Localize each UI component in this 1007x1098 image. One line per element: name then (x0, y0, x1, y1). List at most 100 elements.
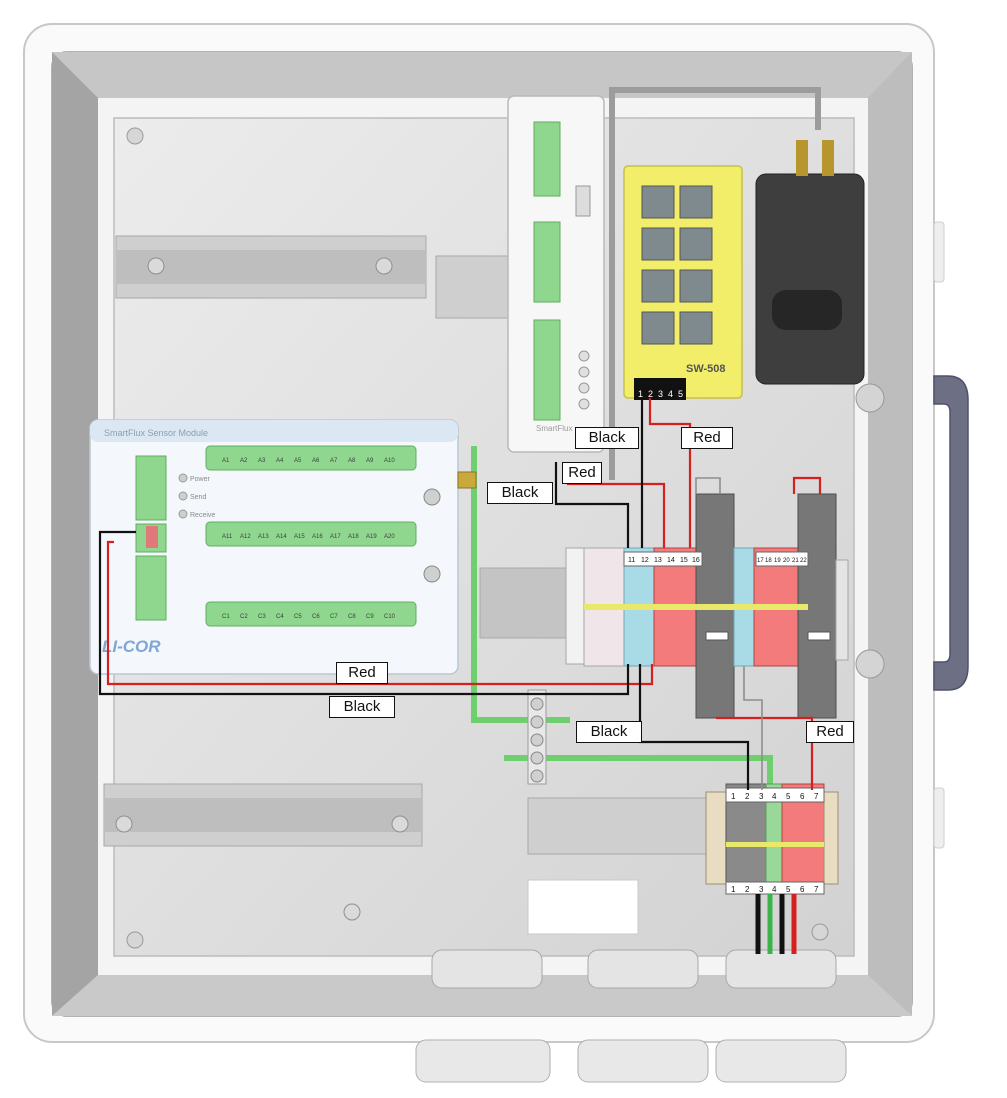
wire-label-red-module: Red (336, 662, 388, 684)
cellular-modem (755, 140, 885, 679)
lower-block-bottom-numbers: 1 2 3 4 5 6 7 (731, 885, 819, 894)
svg-text:A14: A14 (276, 534, 287, 540)
svg-text:A16: A16 (312, 534, 323, 540)
svg-text:7: 7 (814, 885, 819, 894)
module-row1-labels: A1 A2 A3 A4 A5 A6 A7 A8 A9 A10 (222, 458, 395, 464)
svg-text:4: 4 (772, 885, 777, 894)
ethernet-switch: SW-508 1 2 3 4 5 (623, 165, 743, 400)
svg-text:3: 3 (759, 792, 764, 801)
sensor-module: SmartFlux Sensor Module Power Send Recei… (89, 419, 477, 675)
wire-label-red-switch: Red (681, 427, 733, 449)
wire-label-black-bottom: Black (329, 696, 395, 718)
svg-text:C8: C8 (348, 614, 356, 620)
svg-text:21: 21 (792, 558, 799, 564)
svg-text:1: 1 (638, 389, 643, 399)
svg-text:1: 1 (731, 792, 736, 801)
svg-text:A9: A9 (366, 458, 374, 464)
svg-text:A10: A10 (384, 458, 395, 464)
svg-text:C3: C3 (258, 614, 266, 620)
din-rails (103, 235, 709, 935)
svg-text:C6: C6 (312, 614, 320, 620)
svg-text:C9: C9 (366, 614, 374, 620)
module-row2-labels: A11 A12 A13 A14 A15 A16 A17 A18 A19 A20 (222, 534, 395, 540)
svg-text:A2: A2 (240, 458, 248, 464)
svg-text:A4: A4 (276, 458, 284, 464)
svg-text:1: 1 (731, 885, 736, 894)
svg-text:C5: C5 (294, 614, 302, 620)
lower-block-top-numbers: 1 2 3 4 5 6 7 (731, 792, 819, 801)
ground-bus (527, 689, 547, 785)
wire-label-black-logger: Black (575, 427, 639, 449)
svg-text:Power: Power (190, 476, 211, 483)
module-leds: Power Send Receive (178, 473, 215, 519)
svg-text:A17: A17 (330, 534, 341, 540)
svg-text:C7: C7 (330, 614, 338, 620)
svg-text:19: 19 (774, 558, 781, 564)
svg-text:14: 14 (667, 557, 675, 564)
switch-model: SW-508 (686, 363, 726, 375)
svg-text:A11: A11 (222, 534, 233, 540)
svg-text:2: 2 (745, 792, 750, 801)
gray-wires (695, 477, 763, 790)
upper-block-right-numbers: 17 18 19 20 21 22 (757, 558, 807, 564)
field-cable-wires (755, 894, 797, 954)
svg-text:16: 16 (692, 557, 700, 564)
black-wires (98, 398, 750, 790)
svg-text:2: 2 (648, 389, 653, 399)
module-brand: LI-COR (102, 637, 161, 656)
module-row3-labels: C1 C2 C3 C4 C5 C6 C7 C8 C9 C10 (222, 614, 396, 620)
svg-text:C4: C4 (276, 614, 284, 620)
svg-text:C10: C10 (384, 614, 396, 620)
svg-text:12: 12 (641, 557, 649, 564)
svg-text:A3: A3 (258, 458, 266, 464)
antenna-cable (609, 87, 821, 480)
wire-label-black-lower: Black (576, 721, 642, 743)
svg-text:A6: A6 (312, 458, 320, 464)
enclosure-handle (933, 221, 969, 849)
svg-text:13: 13 (654, 557, 662, 564)
svg-text:A19: A19 (366, 534, 377, 540)
svg-text:4: 4 (668, 389, 673, 399)
svg-text:6: 6 (800, 792, 805, 801)
svg-text:15: 15 (680, 557, 688, 564)
wire-label-red-lower: Red (806, 721, 854, 743)
svg-text:5: 5 (786, 792, 791, 801)
svg-text:3: 3 (658, 389, 663, 399)
svg-text:A12: A12 (240, 534, 251, 540)
svg-text:Receive: Receive (190, 512, 215, 519)
svg-text:22: 22 (800, 558, 807, 564)
svg-text:7: 7 (814, 792, 819, 801)
module-header: SmartFlux Sensor Module (104, 428, 208, 438)
svg-text:A15: A15 (294, 534, 305, 540)
svg-text:A20: A20 (384, 534, 395, 540)
svg-text:11: 11 (628, 557, 635, 564)
svg-text:20: 20 (783, 558, 790, 564)
svg-text:A5: A5 (294, 458, 302, 464)
svg-text:5: 5 (786, 885, 791, 894)
svg-text:2: 2 (745, 885, 750, 894)
wire-label-black-module: Black (487, 482, 553, 504)
svg-text:A18: A18 (348, 534, 359, 540)
upper-block-top-numbers: 11 12 13 14 15 16 (628, 557, 700, 564)
svg-text:A13: A13 (258, 534, 269, 540)
ethernet-ports (641, 185, 713, 345)
svg-text:C1: C1 (222, 614, 230, 620)
wire-label-red-logger: Red (562, 462, 602, 484)
svg-text:17: 17 (757, 558, 764, 564)
cable-glands (415, 949, 847, 1083)
logger-brand: SmartFlux (536, 424, 572, 433)
svg-text:3: 3 (759, 885, 764, 894)
lower-terminal-block: 1 2 3 4 5 6 7 1 2 3 4 5 6 7 (705, 783, 839, 895)
svg-text:4: 4 (772, 792, 777, 801)
svg-text:5: 5 (678, 389, 683, 399)
svg-text:A8: A8 (348, 458, 356, 464)
svg-text:A7: A7 (330, 458, 338, 464)
switch-power-pins: 1 2 3 4 5 (638, 389, 683, 399)
upper-terminal-block: 11 12 13 14 15 16 17 18 19 20 21 22 (565, 493, 849, 719)
data-logger: SmartFlux (507, 95, 605, 453)
svg-text:A1: A1 (222, 458, 230, 464)
svg-text:6: 6 (800, 885, 805, 894)
svg-text:C2: C2 (240, 614, 248, 620)
svg-text:18: 18 (765, 558, 772, 564)
